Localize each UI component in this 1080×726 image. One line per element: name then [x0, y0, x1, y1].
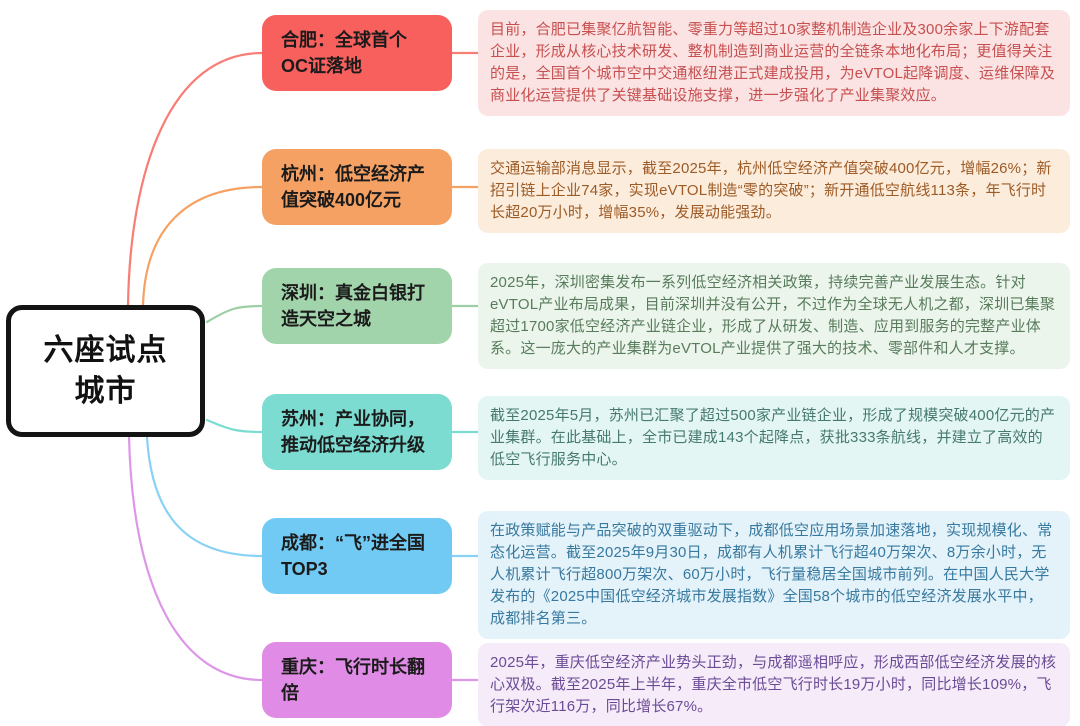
branch-node-shenzhen[interactable]: 深圳：真金白银打造天空之城: [262, 268, 452, 344]
desc-text: 交通运输部消息显示，截至2025年，杭州低空经济产值突破400亿元，增幅26%；…: [490, 160, 1052, 221]
desc-panel-shenzhen[interactable]: 2025年，深圳密集发布一系列低空经济相关政策，持续完善产业发展生态。针对eVT…: [478, 263, 1070, 369]
desc-panel-chongqing[interactable]: 2025年，重庆低空经济产业势头正劲，与成都遥相呼应，形成西部低空经济发展的核心…: [478, 643, 1070, 726]
desc-text: 2025年，重庆低空经济产业势头正劲，与成都遥相呼应，形成西部低空经济发展的核心…: [490, 654, 1057, 715]
branch-node-title: 重庆：飞行时长翻倍: [281, 657, 425, 703]
branch-curve-suzhou: [205, 418, 264, 434]
branch-node-chengdu[interactable]: 成都：“飞”进全国TOP3: [262, 518, 452, 594]
desc-text: 截至2025年5月，苏州已汇聚了超过500家产业链企业，形成了规模突破400亿元…: [490, 407, 1056, 468]
branch-node-hefei[interactable]: 合肥：全球首个OC证落地: [262, 15, 452, 91]
branch-node-title: 苏州：产业协同，推动低空经济升级: [281, 409, 425, 455]
root-node-title: 六座试点 城市: [43, 334, 168, 408]
branch-node-chongqing[interactable]: 重庆：飞行时长翻倍: [262, 642, 452, 718]
desc-panel-hangzhou[interactable]: 交通运输部消息显示，截至2025年，杭州低空经济产值突破400亿元，增幅26%；…: [478, 149, 1070, 233]
branch-node-title: 成都：“飞”进全国TOP3: [281, 533, 425, 579]
branch-node-suzhou[interactable]: 苏州：产业协同，推动低空经济升级: [262, 394, 452, 470]
branch-node-title: 深圳：真金白银打造天空之城: [281, 283, 425, 329]
branch-node-hangzhou[interactable]: 杭州：低空经济产值突破400亿元: [262, 149, 452, 225]
desc-panel-suzhou[interactable]: 截至2025年5月，苏州已汇聚了超过500家产业链企业，形成了规模突破400亿元…: [478, 396, 1070, 480]
desc-panel-chengdu[interactable]: 在政策赋能与产品突破的双重驱动下，成都低空应用场景加速落地，实现规模化、常态化运…: [478, 511, 1070, 639]
branch-curve-hangzhou: [141, 185, 264, 308]
desc-panel-hefei[interactable]: 目前，合肥已集聚亿航智能、零重力等超过10家整机制造企业及300余家上下游配套企…: [478, 10, 1070, 116]
desc-text: 2025年，深圳密集发布一系列低空经济相关政策，持续完善产业发展生态。针对eVT…: [490, 274, 1056, 357]
branch-node-title: 合肥：全球首个OC证落地: [281, 30, 407, 76]
root-node[interactable]: 六座试点 城市: [6, 305, 205, 437]
branch-node-title: 杭州：低空经济产值突破400亿元: [281, 164, 425, 210]
branch-curve-hefei: [126, 51, 264, 308]
desc-text: 在政策赋能与产品突破的双重驱动下，成都低空应用场景加速落地，实现规模化、常态化运…: [490, 522, 1053, 627]
branch-curve-chongqing: [127, 435, 264, 682]
branch-curve-chengdu: [145, 435, 264, 558]
branch-curve-shenzhen: [205, 304, 264, 324]
desc-text: 目前，合肥已集聚亿航智能、零重力等超过10家整机制造企业及300余家上下游配套企…: [490, 21, 1056, 104]
